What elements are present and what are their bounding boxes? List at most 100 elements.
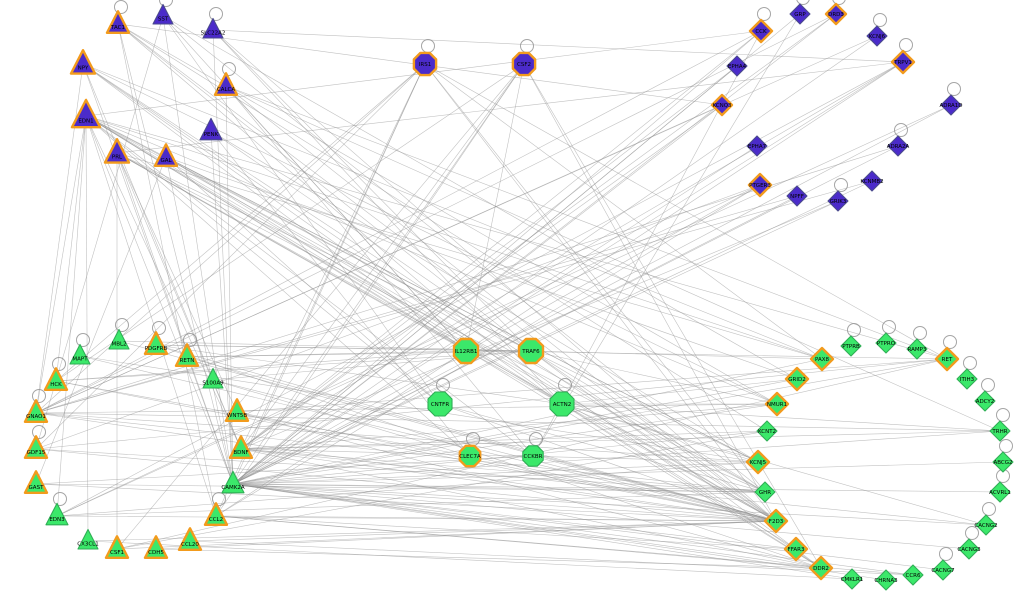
node-BDNF[interactable]: BDNF	[228, 435, 254, 459]
node-TAC1[interactable]: TAC1	[105, 10, 131, 34]
octagon-shape	[412, 51, 438, 77]
edge	[82, 63, 778, 405]
node-KCNQ3[interactable]: KCNQ3	[710, 93, 734, 117]
edge	[35, 104, 723, 414]
self-loop	[159, 0, 173, 7]
node-HCK[interactable]: HCK	[43, 367, 69, 391]
node-EPHA7[interactable]: EPHA7	[746, 135, 768, 157]
edge	[232, 483, 970, 550]
diamond-shape	[989, 481, 1011, 503]
edge	[215, 515, 914, 576]
node-ITIH3[interactable]: ITIH3	[956, 368, 978, 390]
node-KCNJ6[interactable]: KCNJ6	[866, 25, 888, 47]
node-NPFF[interactable]: NPFF	[786, 185, 808, 207]
edge	[232, 483, 777, 522]
node-ACVRL1[interactable]: ACVRL1	[989, 481, 1011, 503]
node-CCL20[interactable]: CCL20	[177, 527, 203, 551]
edge	[165, 156, 234, 485]
node-TRHR[interactable]: TRHR	[989, 420, 1011, 442]
node-SLC22A2[interactable]: SLC22A2	[201, 17, 226, 39]
node-RAMP3[interactable]: RAMP3	[906, 338, 928, 360]
node-CNTFR[interactable]: CNTFR	[427, 391, 453, 417]
diamond-shape	[784, 366, 810, 392]
node-CHRNA3[interactable]: CHRNA3	[874, 569, 898, 591]
node-CACNG3[interactable]: CACNG3	[957, 538, 981, 560]
node-CCKBR[interactable]: CCKBR	[522, 445, 544, 467]
node-DRD3[interactable]: DRD3	[824, 2, 848, 26]
node-RETN[interactable]: RETN	[174, 343, 200, 367]
self-loop	[999, 439, 1013, 453]
node-PAX8[interactable]: PAX8	[809, 346, 835, 372]
node-ACTN2[interactable]: ACTN2	[549, 391, 575, 417]
edge	[117, 23, 532, 352]
self-loop	[209, 7, 223, 21]
node-IL12RB1[interactable]: IL12RB1	[452, 337, 480, 365]
node-CACNG2[interactable]: CACNG2	[974, 514, 998, 536]
edge	[424, 63, 766, 493]
diamond-shape	[906, 338, 928, 360]
self-loop	[834, 178, 848, 192]
node-CCL2[interactable]: CCL2	[203, 502, 229, 526]
edge	[155, 344, 563, 405]
node-PTGER3[interactable]: PTGER3	[747, 172, 773, 198]
node-PTPRB[interactable]: PTPRB	[840, 335, 862, 357]
self-loop	[939, 547, 953, 561]
node-CX3CL1[interactable]: CX3CL1	[77, 528, 99, 550]
edge	[530, 350, 777, 522]
node-PTPRO[interactable]: PTPRO	[875, 332, 897, 354]
node-GRP[interactable]: GRP	[789, 3, 811, 25]
node-RET[interactable]: RET	[934, 346, 960, 372]
node-CSF2[interactable]: CSF2	[511, 51, 537, 77]
edge	[232, 483, 822, 569]
edge	[232, 145, 758, 485]
node-CCR6[interactable]: CCR6	[902, 564, 924, 586]
edge	[155, 548, 822, 569]
self-loop	[882, 320, 896, 334]
node-CLEC7A[interactable]: CLEC7A	[458, 444, 482, 468]
node-TRAF6[interactable]: TRAF6	[517, 337, 545, 365]
node-GAL[interactable]: GAL	[153, 143, 179, 168]
edge	[79, 355, 777, 522]
node-ADRA2A[interactable]: ADRA2A	[887, 135, 910, 157]
node-SST[interactable]: SST	[152, 3, 174, 25]
node-EDN3[interactable]: EDN3	[45, 502, 69, 526]
node-NPY[interactable]: NPY	[69, 49, 97, 75]
octagon-shape	[452, 337, 480, 365]
node-ABCG2[interactable]: ABCG2	[992, 451, 1014, 473]
diamond-shape	[710, 93, 734, 117]
node-KCNMB2[interactable]: KCNMB2	[860, 170, 884, 192]
node-EPHA4[interactable]: EPHA4	[726, 55, 748, 77]
edge	[232, 403, 778, 485]
node-ADRA1D[interactable]: ADRA1D	[939, 94, 963, 116]
node-KCNJ5[interactable]: KCNJ5	[745, 449, 771, 475]
node-GDF15[interactable]: GDF15	[23, 435, 49, 459]
edge	[56, 61, 904, 517]
edge	[35, 483, 766, 493]
node-PDGFRB[interactable]: PDGFRB	[143, 331, 169, 355]
diamond-shape	[887, 135, 909, 157]
node-CCK[interactable]: CCK	[748, 18, 774, 44]
node-KCNT2[interactable]: KCNT2	[756, 420, 778, 442]
triangle-shape	[70, 98, 102, 129]
edge	[85, 115, 234, 485]
octagon-shape	[427, 391, 453, 417]
node-GAST[interactable]: GAST	[23, 470, 49, 494]
diamond-shape	[764, 391, 790, 417]
node-PENK[interactable]: PENK	[199, 117, 223, 141]
node-ADCY2[interactable]: ADCY2	[974, 390, 996, 412]
edge	[85, 115, 778, 405]
edges-layer	[35, 13, 1004, 581]
edge	[240, 448, 766, 493]
triangle-shape	[143, 331, 169, 355]
edge	[561, 403, 759, 463]
node-CALCA[interactable]: CALCA	[213, 72, 239, 97]
edge	[56, 491, 766, 517]
node-IRS1[interactable]: IRS1	[412, 51, 438, 77]
node-TRPV1[interactable]: TRPV1	[890, 49, 916, 75]
edge	[439, 403, 777, 522]
node-CACNG7[interactable]: CACNG7	[931, 559, 955, 581]
edge	[155, 344, 822, 569]
edge	[35, 455, 534, 485]
triangle-shape	[69, 343, 91, 365]
edge	[561, 403, 766, 493]
